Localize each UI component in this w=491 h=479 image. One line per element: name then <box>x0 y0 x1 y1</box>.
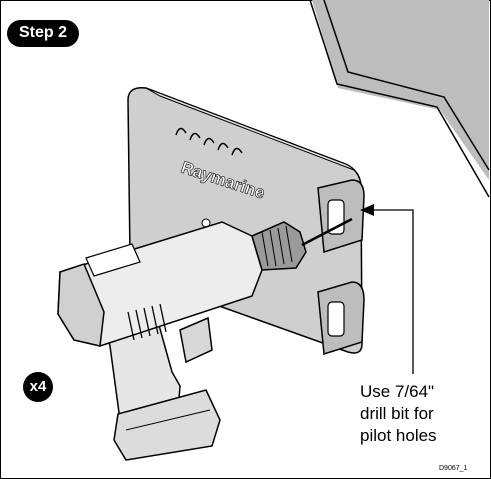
callout-leader <box>360 204 414 374</box>
step-label: Step 2 <box>7 20 80 47</box>
callout-text: Use 7/64" drill bit for pilot holes <box>360 382 437 445</box>
quantity-badge: x4 <box>23 372 53 402</box>
figure-code: D9067_1 <box>439 465 468 472</box>
bulkhead-panel <box>309 0 490 198</box>
drill-icon <box>57 217 353 461</box>
